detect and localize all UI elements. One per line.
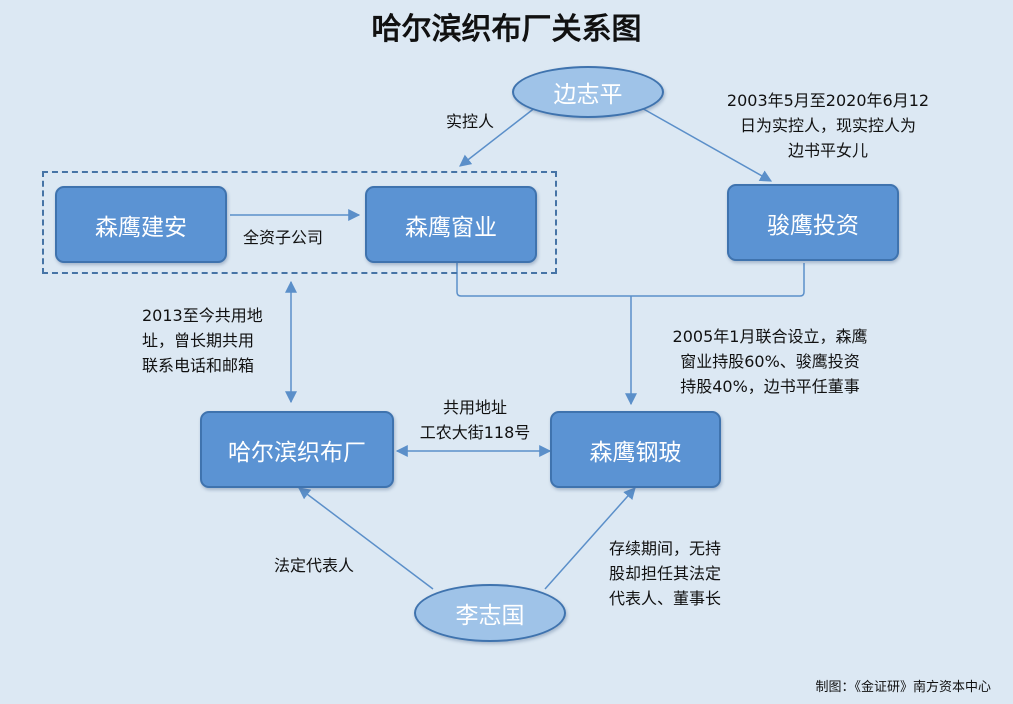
node-junying-touzi: 骏鹰投资 xyxy=(727,184,899,261)
node-bian-zhiping: 边志平 xyxy=(512,66,664,118)
label-legal-rep: 法定代表人 xyxy=(274,556,355,575)
label-joint-founding: 2005年1月联合设立，森鹰 窗业持股60%、骏鹰投资 持股40%，边书平任董事 xyxy=(672,327,868,396)
label-wholly-owned: 全资子公司 xyxy=(243,228,324,247)
label-controller-history: 2003年5月至2020年6月12 日为实控人，现实控人为 边书平女儿 xyxy=(726,91,930,160)
arrow-bian-to-junying xyxy=(639,106,773,182)
label-shared-address: 共用地址 工农大街118号 xyxy=(419,398,531,442)
node-harbin-zhibuchang: 哈尔滨织布厂 xyxy=(200,411,394,488)
node-senying-chuangye: 森鹰窗业 xyxy=(365,186,537,263)
node-li-zhiguo: 李志国 xyxy=(414,584,566,642)
node-senying-gangbo: 森鹰钢玻 xyxy=(550,411,721,488)
label-actual-controller: 实控人 xyxy=(446,112,495,131)
group-dashed-frame xyxy=(42,171,557,274)
arrow-bian-to-chuangye xyxy=(459,106,537,167)
credit-text: 制图：《金证研》南方资本中心 xyxy=(815,680,991,695)
page-title: 哈尔滨织布厂关系图 xyxy=(371,12,642,47)
arrow-li-to-gangbo xyxy=(544,487,636,590)
label-li-roles: 存续期间，无持 股却担任其法定 代表人、董事长 xyxy=(609,539,722,608)
node-senying-jianan: 森鹰建安 xyxy=(55,186,227,263)
arrow-li-to-harbin xyxy=(298,487,434,590)
label-shared-address-contact: 2013至今共用地 址，曾长期共用 联系电话和邮箱 xyxy=(142,306,263,375)
